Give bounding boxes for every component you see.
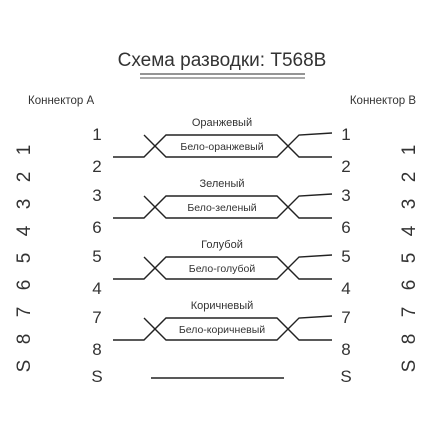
vertical-code-char: S	[14, 360, 35, 373]
vertical-code-char: 1	[14, 145, 35, 156]
diagram-title: Схема разводки: T568B	[118, 50, 327, 71]
pin-number-right: 8	[341, 340, 350, 359]
wire-color-label: Коричневый	[191, 300, 254, 312]
pin-number-left: 6	[92, 218, 101, 237]
pin-number-left: 1	[92, 125, 101, 144]
vertical-code-left: 1 2 3 4 5 6 7 8S	[14, 145, 35, 373]
vertical-code-char: 7	[399, 307, 420, 318]
vertical-code-char: 5	[14, 253, 35, 264]
wire-color-label: Зеленый	[199, 178, 244, 190]
wire-striped-label: Бело-зеленый	[187, 202, 256, 214]
vertical-code-char: 7	[14, 307, 35, 318]
vertical-code-right: 1 2 3 4 5 6 7 8S	[399, 145, 420, 373]
wire-color-label: Голубой	[201, 239, 243, 251]
wire-line	[143, 193, 333, 219]
vertical-code-char: 2	[399, 172, 420, 183]
pin-number-right: 1	[341, 125, 350, 144]
vertical-code-char: 3	[14, 199, 35, 210]
wire-line	[143, 254, 333, 280]
pin-number-right: 4	[341, 279, 350, 298]
wire-line	[143, 132, 333, 158]
vertical-code-char: 8	[14, 334, 35, 345]
vertical-code-char: 3	[399, 199, 420, 210]
pin-number-left: 8	[92, 340, 101, 359]
pin-number-right: 2	[341, 157, 350, 176]
pin-number-left: 2	[92, 157, 101, 176]
pin-number-left: 5	[92, 247, 101, 266]
wire-line	[143, 315, 333, 341]
vertical-code-char: 6	[14, 280, 35, 291]
connector-a-label: Коннектор A	[28, 95, 94, 107]
wire-striped-label: Бело-коричневый	[179, 324, 265, 336]
vertical-code-char: 5	[399, 253, 420, 264]
pin-number-left: 4	[92, 279, 101, 298]
vertical-code-char: 2	[14, 172, 35, 183]
pin-number-right: 3	[341, 186, 350, 205]
shield-pin-right: S	[340, 367, 351, 386]
wire-color-label: Оранжевый	[192, 117, 252, 129]
wire-line	[113, 317, 332, 341]
shield-pin-left: S	[91, 367, 102, 386]
wire-line	[113, 134, 332, 158]
pin-number-left: 3	[92, 186, 101, 205]
wire-striped-label: Бело-голубой	[189, 263, 256, 275]
vertical-code-char: 4	[14, 225, 35, 236]
wire-line	[113, 256, 332, 280]
pin-number-right: 5	[341, 247, 350, 266]
pin-number-left: 7	[92, 308, 101, 327]
wire-striped-label: Бело-оранжевый	[180, 141, 263, 153]
connector-b-label: Коннектор B	[350, 95, 416, 107]
pin-number-right: 6	[341, 218, 350, 237]
wire-line	[113, 195, 332, 219]
vertical-code-char: 6	[399, 280, 420, 291]
vertical-code-char: 4	[399, 225, 420, 236]
pin-number-right: 7	[341, 308, 350, 327]
vertical-code-char: S	[399, 360, 420, 373]
vertical-code-char: 1	[399, 145, 420, 156]
vertical-code-char: 8	[399, 334, 420, 345]
